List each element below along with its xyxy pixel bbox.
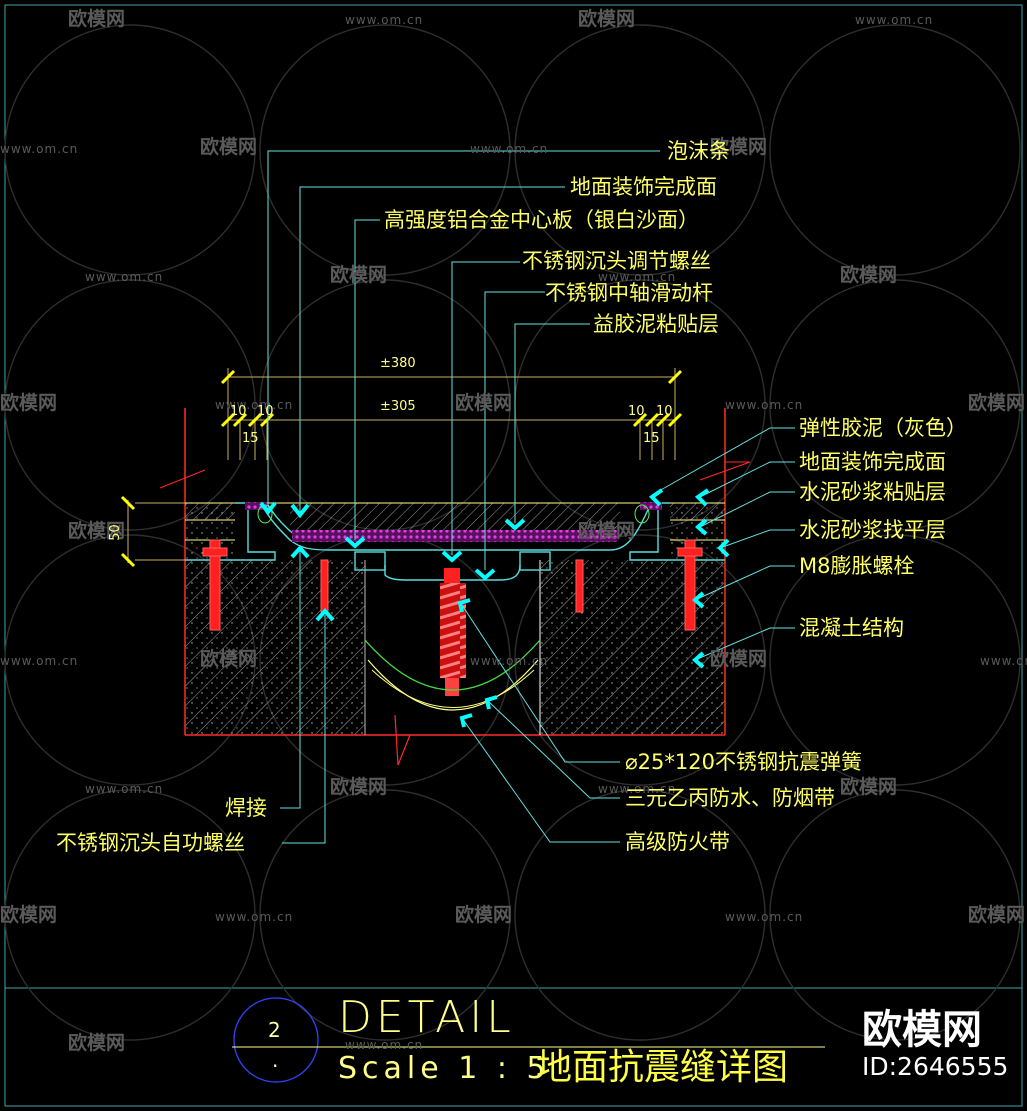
- detail-bubble: [232, 997, 825, 1083]
- dim-left-a: 10: [230, 404, 247, 419]
- watermark-url: www.om.cn: [470, 654, 549, 668]
- brand-logo: 欧模网: [862, 1007, 982, 1053]
- label-expansion-bolt: M8膨胀螺栓: [799, 554, 915, 578]
- watermark-logo: 欧模网: [68, 1032, 126, 1054]
- watermark-logo: 欧模网: [330, 776, 388, 798]
- label-seismic-spring: ⌀25*120不锈钢抗震弹簧: [625, 750, 862, 774]
- watermark-logo: 欧模网: [968, 392, 1026, 414]
- watermark-url: www.om.cn: [598, 270, 677, 284]
- label-elastic-sealant: 弹性胶泥（灰色）: [799, 416, 967, 440]
- dim-right-a: 10: [628, 404, 645, 419]
- brand-id: ID:2646555: [862, 1052, 1009, 1081]
- watermark-url: www.om.cn: [470, 142, 549, 156]
- watermark-url: www.om.cn: [215, 910, 294, 924]
- label-floor-finish-right: 地面装饰完成面: [799, 450, 946, 474]
- label-adhesive-layer: 益胶泥粘贴层: [593, 312, 719, 336]
- label-aluminum-center-plate: 高强度铝合金中心板（银白沙面）: [384, 208, 699, 232]
- dim-right-b: 10: [656, 404, 673, 419]
- label-mortar-bond-layer: 水泥砂浆粘贴层: [799, 480, 946, 504]
- watermark-url: www.om.cn: [85, 270, 164, 284]
- watermark-logo: 欧模网: [0, 904, 58, 926]
- watermark-logo: 欧模网: [840, 264, 898, 286]
- watermark-logo: 欧模网: [710, 136, 768, 158]
- label-foam-strip: 泡沫条: [667, 139, 730, 163]
- drawing-scale: Scale 1 : 5: [338, 1051, 551, 1086]
- adhesive-layer: [245, 502, 662, 542]
- watermark-logo: 欧模网: [68, 8, 126, 30]
- leader-lines: [267, 150, 795, 844]
- dim-height: 50: [107, 524, 123, 541]
- watermark-logo: 欧模网: [840, 776, 898, 798]
- detail-sheet: ·: [272, 1054, 279, 1078]
- label-floor-finish: 地面装饰完成面: [570, 175, 717, 199]
- sheet-frame: [4, 4, 1023, 1107]
- watermark-url: www.om.cn: [215, 398, 294, 412]
- finish-tile: [262, 502, 650, 531]
- watermark-logo: 欧模网: [968, 904, 1026, 926]
- watermark-url: www.om.cn: [345, 1038, 424, 1052]
- watermark-url: www.om.cn: [725, 398, 804, 412]
- detail-number: 2: [268, 1018, 281, 1042]
- watermark-url: www.om.cn: [0, 142, 79, 156]
- dim-inner-width: ±305: [380, 399, 416, 414]
- watermark-logo: 欧模网: [455, 392, 513, 414]
- watermark-url: www.om.cn: [725, 910, 804, 924]
- label-epdm-band: 三元乙丙防水、防烟带: [625, 786, 835, 810]
- watermark-url: www.om.cn: [85, 782, 164, 796]
- m8-expansion-bolts: [202, 539, 703, 631]
- dim-overall-width: ±380: [380, 356, 416, 371]
- dim-left-c: 15: [242, 431, 259, 446]
- label-concrete-structure: 混凝土结构: [799, 616, 904, 640]
- watermark-logo: 欧模网: [455, 904, 513, 926]
- watermark-logo: 欧模网: [578, 8, 636, 30]
- watermark-url: www.om.cn: [0, 654, 79, 668]
- label-weld: 焊接: [225, 796, 267, 820]
- watermark-logo: 欧模网: [68, 520, 126, 542]
- dimension-ticks: [120, 369, 683, 568]
- watermark-url: www.om.cn: [345, 13, 424, 27]
- drawing-title-cn: 地面抗震缝详图: [536, 1047, 789, 1088]
- dim-right-c: 15: [643, 431, 660, 446]
- waterproof-fire-bands: [364, 639, 541, 711]
- watermark-logo: 欧模网: [0, 392, 58, 414]
- watermark-url: www.om.cn: [980, 654, 1027, 668]
- label-self-tapping-screw: 不锈钢沉头自功螺丝: [56, 831, 245, 855]
- label-sliding-rod: 不锈钢中轴滑动杆: [545, 281, 713, 305]
- label-adjusting-screw: 不锈钢沉头调节螺丝: [522, 249, 711, 273]
- concrete-structure: [159, 408, 751, 766]
- seismic-spring: [440, 568, 466, 696]
- watermark-logo: 欧模网: [710, 648, 768, 670]
- label-fire-band: 高级防火带: [625, 830, 730, 854]
- drawing-title: DETAIL: [338, 992, 515, 1043]
- watermark-url: www.om.cn: [598, 782, 677, 796]
- watermark-logo: 欧模网: [578, 520, 636, 542]
- watermark-logo: 欧模网: [200, 136, 258, 158]
- leader-arrowheads: [259, 488, 730, 728]
- label-mortar-leveling-layer: 水泥砂浆找平层: [799, 518, 946, 542]
- watermark-logo: 欧模网: [200, 648, 258, 670]
- watermark-logo: 欧模网: [330, 264, 388, 286]
- dim-left-b: 10: [257, 404, 274, 419]
- watermark-url: www.om.cn: [855, 13, 934, 27]
